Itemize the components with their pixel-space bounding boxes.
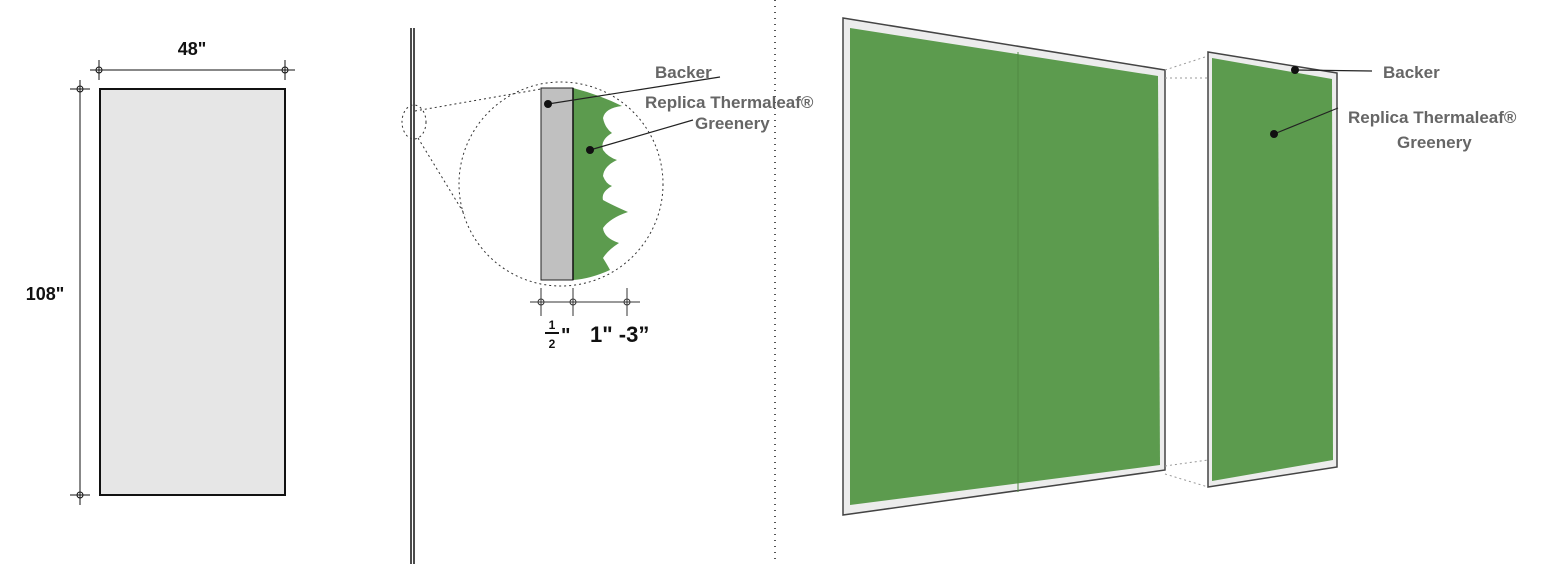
width-dimension <box>90 60 295 80</box>
large-panel-greenery <box>850 28 1160 505</box>
backer-thickness-denominator: 2 <box>549 337 556 351</box>
greenery-label-perspective-line2: Greenery <box>1397 133 1472 152</box>
greenery-section <box>573 88 628 280</box>
width-label: 48" <box>178 39 207 59</box>
backer-label-perspective: Backer <box>1383 63 1440 82</box>
backer-pointer-dot-perspective <box>1291 66 1299 74</box>
height-label: 108" <box>26 284 65 304</box>
greenery-label-line1: Replica Thermaleaf® <box>645 93 814 112</box>
greenery-depth-label: 1" -3” <box>590 322 649 347</box>
thickness-dimension <box>530 288 640 316</box>
panel-front-rect <box>99 88 286 496</box>
detail-callout-ellipse <box>401 104 427 140</box>
greenery-label-perspective-line1: Replica Thermaleaf® <box>1348 108 1517 127</box>
height-dimension <box>70 80 90 505</box>
section-detail: Backer Replica Thermaleaf® Greenery 1 2 … <box>401 28 814 564</box>
backer-label: Backer <box>655 63 712 82</box>
backer-thickness-numerator: 1 <box>549 318 556 332</box>
greenery-pointer-dot-perspective <box>1270 130 1278 138</box>
backer-thickness-unit: " <box>561 325 570 347</box>
backer-pointer-dot <box>544 100 552 108</box>
backer-section <box>540 87 574 281</box>
perspective-view: Backer Replica Thermaleaf® Greenery <box>842 17 1517 516</box>
greenery-pointer-dot <box>586 146 594 154</box>
detail-magnifier-circle <box>458 81 664 287</box>
small-panel-greenery <box>1212 58 1333 481</box>
front-elevation: 48" 108" <box>26 39 295 505</box>
greenery-label-line2: Greenery <box>695 114 770 133</box>
